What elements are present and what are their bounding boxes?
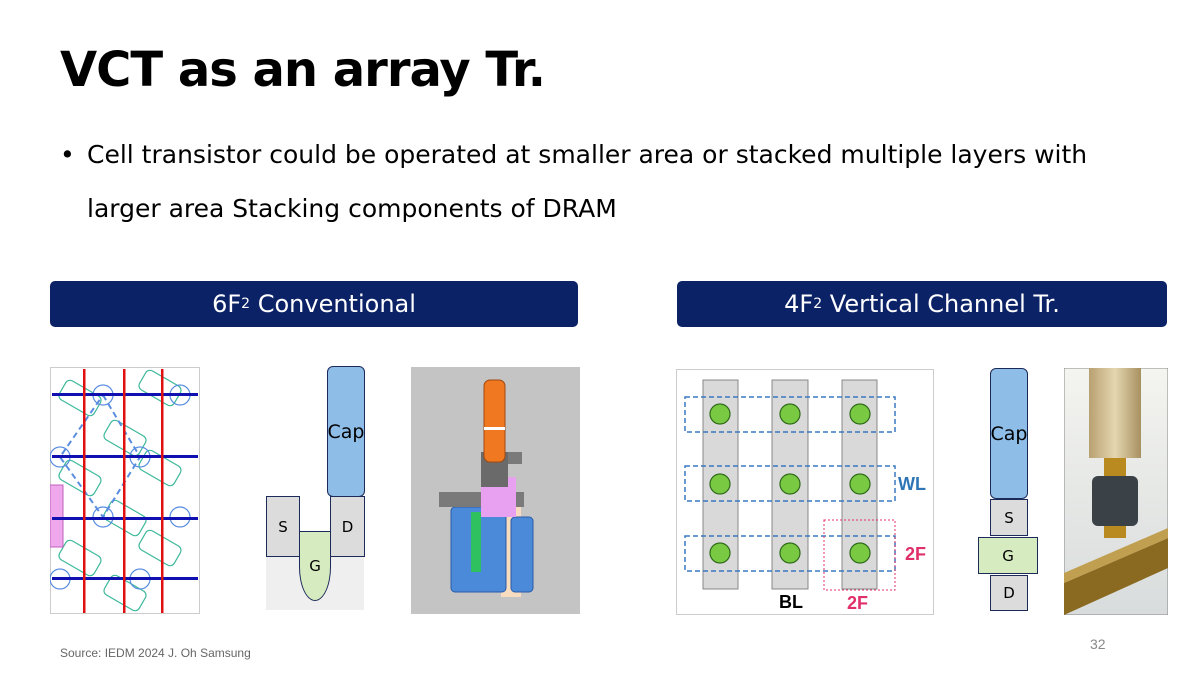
2f-vertical-label: 2F <box>905 544 927 564</box>
banner-text: 6F <box>212 290 242 318</box>
source-region: S <box>990 499 1028 536</box>
g-label: G <box>309 557 321 575</box>
4f2-layout-diagram <box>676 369 934 615</box>
slide-title: VCT as an array Tr. <box>60 42 546 98</box>
g-label: G <box>1002 546 1014 565</box>
d-label: D <box>341 517 354 536</box>
cap-label: Cap <box>990 422 1028 445</box>
banner-sup: 2 <box>241 296 251 312</box>
gate-region: G <box>978 537 1038 574</box>
bullet-point: • Cell transistor could be operated at s… <box>60 128 1160 236</box>
wordline <box>684 396 896 433</box>
2f-horizontal-label: 2F <box>847 593 869 613</box>
banner-text: Conventional <box>250 290 416 318</box>
capacitor: Cap <box>990 368 1028 499</box>
drain-region: D <box>330 496 365 557</box>
bullet-marker: • <box>60 140 75 169</box>
banner-text: Vertical Channel Tr. <box>822 290 1060 318</box>
gate-region: G <box>299 531 331 601</box>
d-label: D <box>1003 584 1015 602</box>
drain-region: D <box>990 575 1028 611</box>
capacitor: Cap <box>327 366 365 497</box>
page-number: 32 <box>1090 636 1106 652</box>
source-region: S <box>266 496 300 557</box>
source-citation: Source: IEDM 2024 J. Oh Samsung <box>60 646 251 660</box>
bl-label: BL <box>779 592 803 612</box>
bullet-text: Cell transistor could be operated at sma… <box>87 140 1088 223</box>
s-label: S <box>278 517 288 536</box>
wl-label: WL <box>898 474 926 494</box>
wordline <box>684 465 896 502</box>
s-label: S <box>1004 508 1014 527</box>
6f2-3d-structure <box>411 367 580 614</box>
6f2-layout-diagram <box>50 367 200 614</box>
banner-text: 4F <box>784 290 814 318</box>
cap-label: Cap <box>327 420 365 443</box>
vct-3d-render <box>1064 368 1168 615</box>
banner-sup: 2 <box>813 296 823 312</box>
